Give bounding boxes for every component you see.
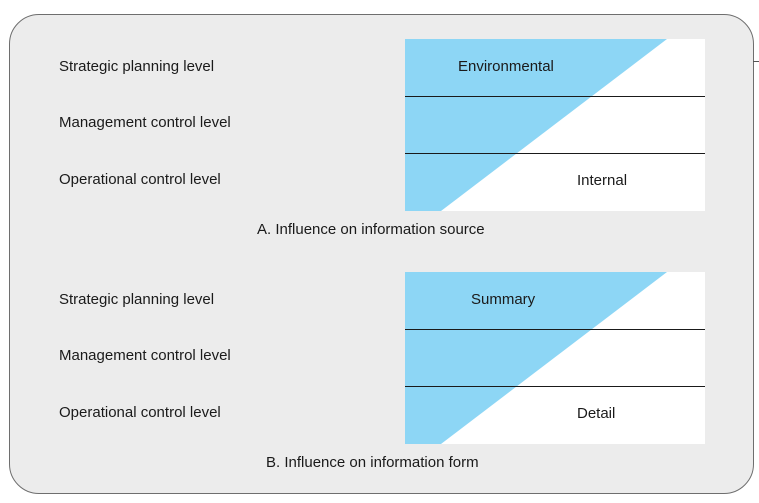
caption-text: B. Influence on information form [266, 454, 479, 471]
caption-text: A. Influence on information source [257, 221, 485, 238]
wedge-label-environmental: Environmental [458, 58, 554, 75]
level-label-operational: Operational control level [59, 404, 221, 421]
wedge-label-detail: Detail [577, 405, 616, 422]
level-label-operational: Operational control level [59, 171, 221, 188]
diagram-wedge [405, 272, 667, 444]
level-label-management: Management control level [59, 114, 231, 131]
edge-tick-mark [753, 61, 759, 62]
level-label-strategic: Strategic planning level [59, 291, 215, 308]
wedge-label-internal: Internal [577, 172, 628, 189]
form-gradient-diagram [405, 272, 705, 444]
diagram-wedge [405, 39, 667, 211]
wedge-label-summary: Summary [471, 291, 536, 308]
level-label-management: Management control level [59, 347, 231, 364]
level-label-strategic: Strategic planning level [59, 58, 215, 75]
source-gradient-diagram [405, 39, 705, 211]
